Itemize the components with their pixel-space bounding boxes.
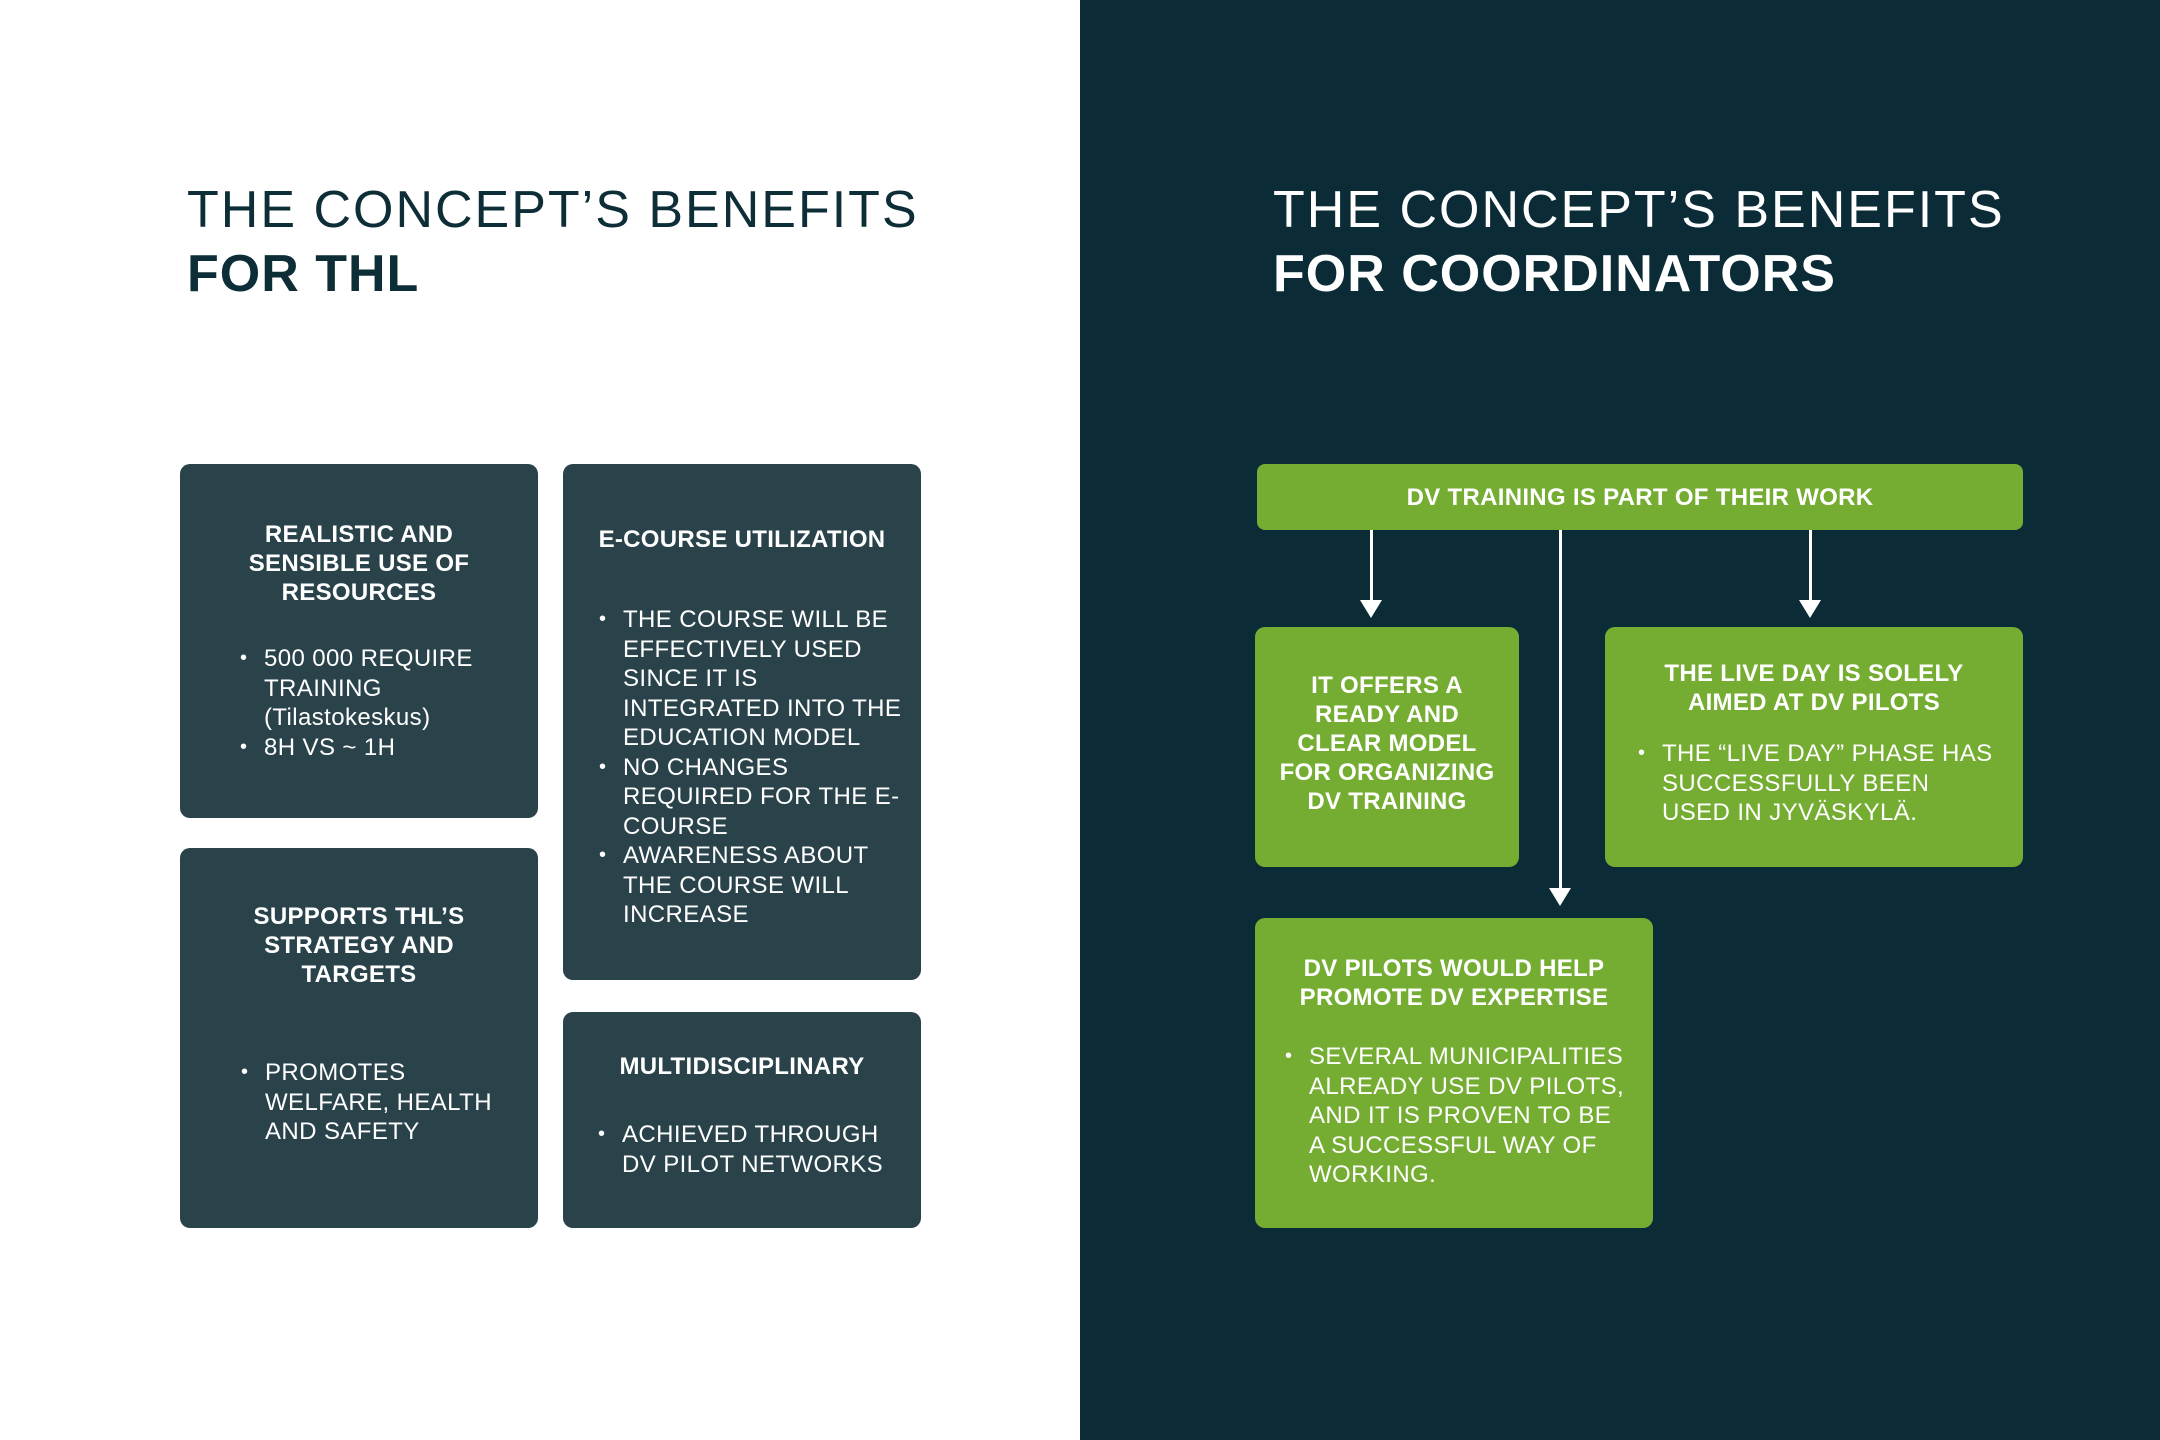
ecourse-card-bullets: THE COURSE WILL BE EFFECTIVELY USED SINC… bbox=[599, 605, 915, 930]
list-item: PROMOTES WELFARE, HEALTH AND SAFETY bbox=[241, 1058, 511, 1147]
list-item: THE COURSE WILL BE EFFECTIVELY USED SINC… bbox=[599, 605, 915, 753]
live-day-box-bullets: THE “LIVE DAY” PHASE HAS SUCCESSFULLY BE… bbox=[1638, 739, 1998, 828]
coordinators-heading: THE CONCEPT’S BENEFITS FOR COORDINATORS bbox=[1273, 178, 2005, 306]
list-item: AWARENESS ABOUT THE COURSE WILL INCREASE bbox=[599, 841, 915, 930]
list-item: ACHIEVED THROUGH DV PILOT NETWORKS bbox=[598, 1120, 888, 1179]
strategy-card: SUPPORTS THL’S STRATEGY AND TARGETS PROM… bbox=[180, 848, 538, 1228]
ecourse-card-title: E-COURSE UTILIZATION bbox=[598, 526, 886, 553]
dv-training-bar: DV TRAINING IS PART OF THEIR WORK bbox=[1257, 464, 2023, 530]
pilots-box: DV PILOTS WOULD HELP PROMOTE DV EXPERTIS… bbox=[1255, 918, 1653, 1228]
multidisciplinary-card-title: MULTIDISCIPLINARY bbox=[619, 1053, 865, 1080]
model-box-title: IT OFFERS A READY AND CLEAR MODEL FOR OR… bbox=[1279, 672, 1495, 815]
arrow-center-head bbox=[1549, 888, 1571, 906]
multidisciplinary-card-bullets: ACHIEVED THROUGH DV PILOT NETWORKS bbox=[598, 1120, 888, 1179]
thl-panel: THE CONCEPT’S BENEFITS FOR THL REALISTIC… bbox=[0, 0, 1080, 1440]
arrow-right-line bbox=[1809, 530, 1812, 600]
arrow-right-head bbox=[1799, 600, 1821, 618]
list-item: THE “LIVE DAY” PHASE HAS SUCCESSFULLY BE… bbox=[1638, 739, 1998, 828]
resources-card-title: REALISTIC AND SENSIBLE USE OF RESOURCES bbox=[248, 521, 470, 606]
pilots-box-title: DV PILOTS WOULD HELP PROMOTE DV EXPERTIS… bbox=[1299, 955, 1609, 1011]
arrow-left-line bbox=[1370, 530, 1373, 600]
dv-training-bar-label: DV TRAINING IS PART OF THEIR WORK bbox=[1406, 484, 1874, 511]
coordinators-heading-light: THE CONCEPT’S BENEFITS bbox=[1273, 181, 2005, 239]
list-item: 500 000 REQUIRE TRAINING (Tilastokeskus) bbox=[240, 644, 510, 733]
strategy-card-bullets: PROMOTES WELFARE, HEALTH AND SAFETY bbox=[241, 1058, 511, 1147]
strategy-card-title: SUPPORTS THL’S STRATEGY AND TARGETS bbox=[253, 903, 465, 988]
resources-card: REALISTIC AND SENSIBLE USE OF RESOURCES … bbox=[180, 464, 538, 818]
coordinators-heading-bold: FOR COORDINATORS bbox=[1273, 245, 1836, 303]
multidisciplinary-card: MULTIDISCIPLINARY ACHIEVED THROUGH DV PI… bbox=[563, 1012, 921, 1228]
ecourse-card: E-COURSE UTILIZATION THE COURSE WILL BE … bbox=[563, 464, 921, 980]
model-box: IT OFFERS A READY AND CLEAR MODEL FOR OR… bbox=[1255, 627, 1519, 867]
list-item: 8H VS ~ 1H bbox=[240, 733, 510, 763]
arrow-center-line bbox=[1559, 530, 1562, 888]
list-item: SEVERAL MUNICIPALITIES ALREADY USE DV PI… bbox=[1285, 1042, 1625, 1190]
list-item: NO CHANGES REQUIRED FOR THE E-COURSE bbox=[599, 753, 915, 842]
resources-card-bullets: 500 000 REQUIRE TRAINING (Tilastokeskus)… bbox=[240, 644, 510, 762]
live-day-box-title: THE LIVE DAY IS SOLELY AIMED AT DV PILOT… bbox=[1664, 660, 1964, 716]
arrow-left-head bbox=[1360, 600, 1382, 618]
pilots-box-bullets: SEVERAL MUNICIPALITIES ALREADY USE DV PI… bbox=[1285, 1042, 1625, 1190]
thl-heading-bold: FOR THL bbox=[187, 245, 420, 303]
thl-heading: THE CONCEPT’S BENEFITS FOR THL bbox=[187, 178, 919, 306]
coordinators-panel: THE CONCEPT’S BENEFITS FOR COORDINATORS … bbox=[1080, 0, 2160, 1440]
live-day-box: THE LIVE DAY IS SOLELY AIMED AT DV PILOT… bbox=[1605, 627, 2023, 867]
thl-heading-light: THE CONCEPT’S BENEFITS bbox=[187, 181, 919, 239]
